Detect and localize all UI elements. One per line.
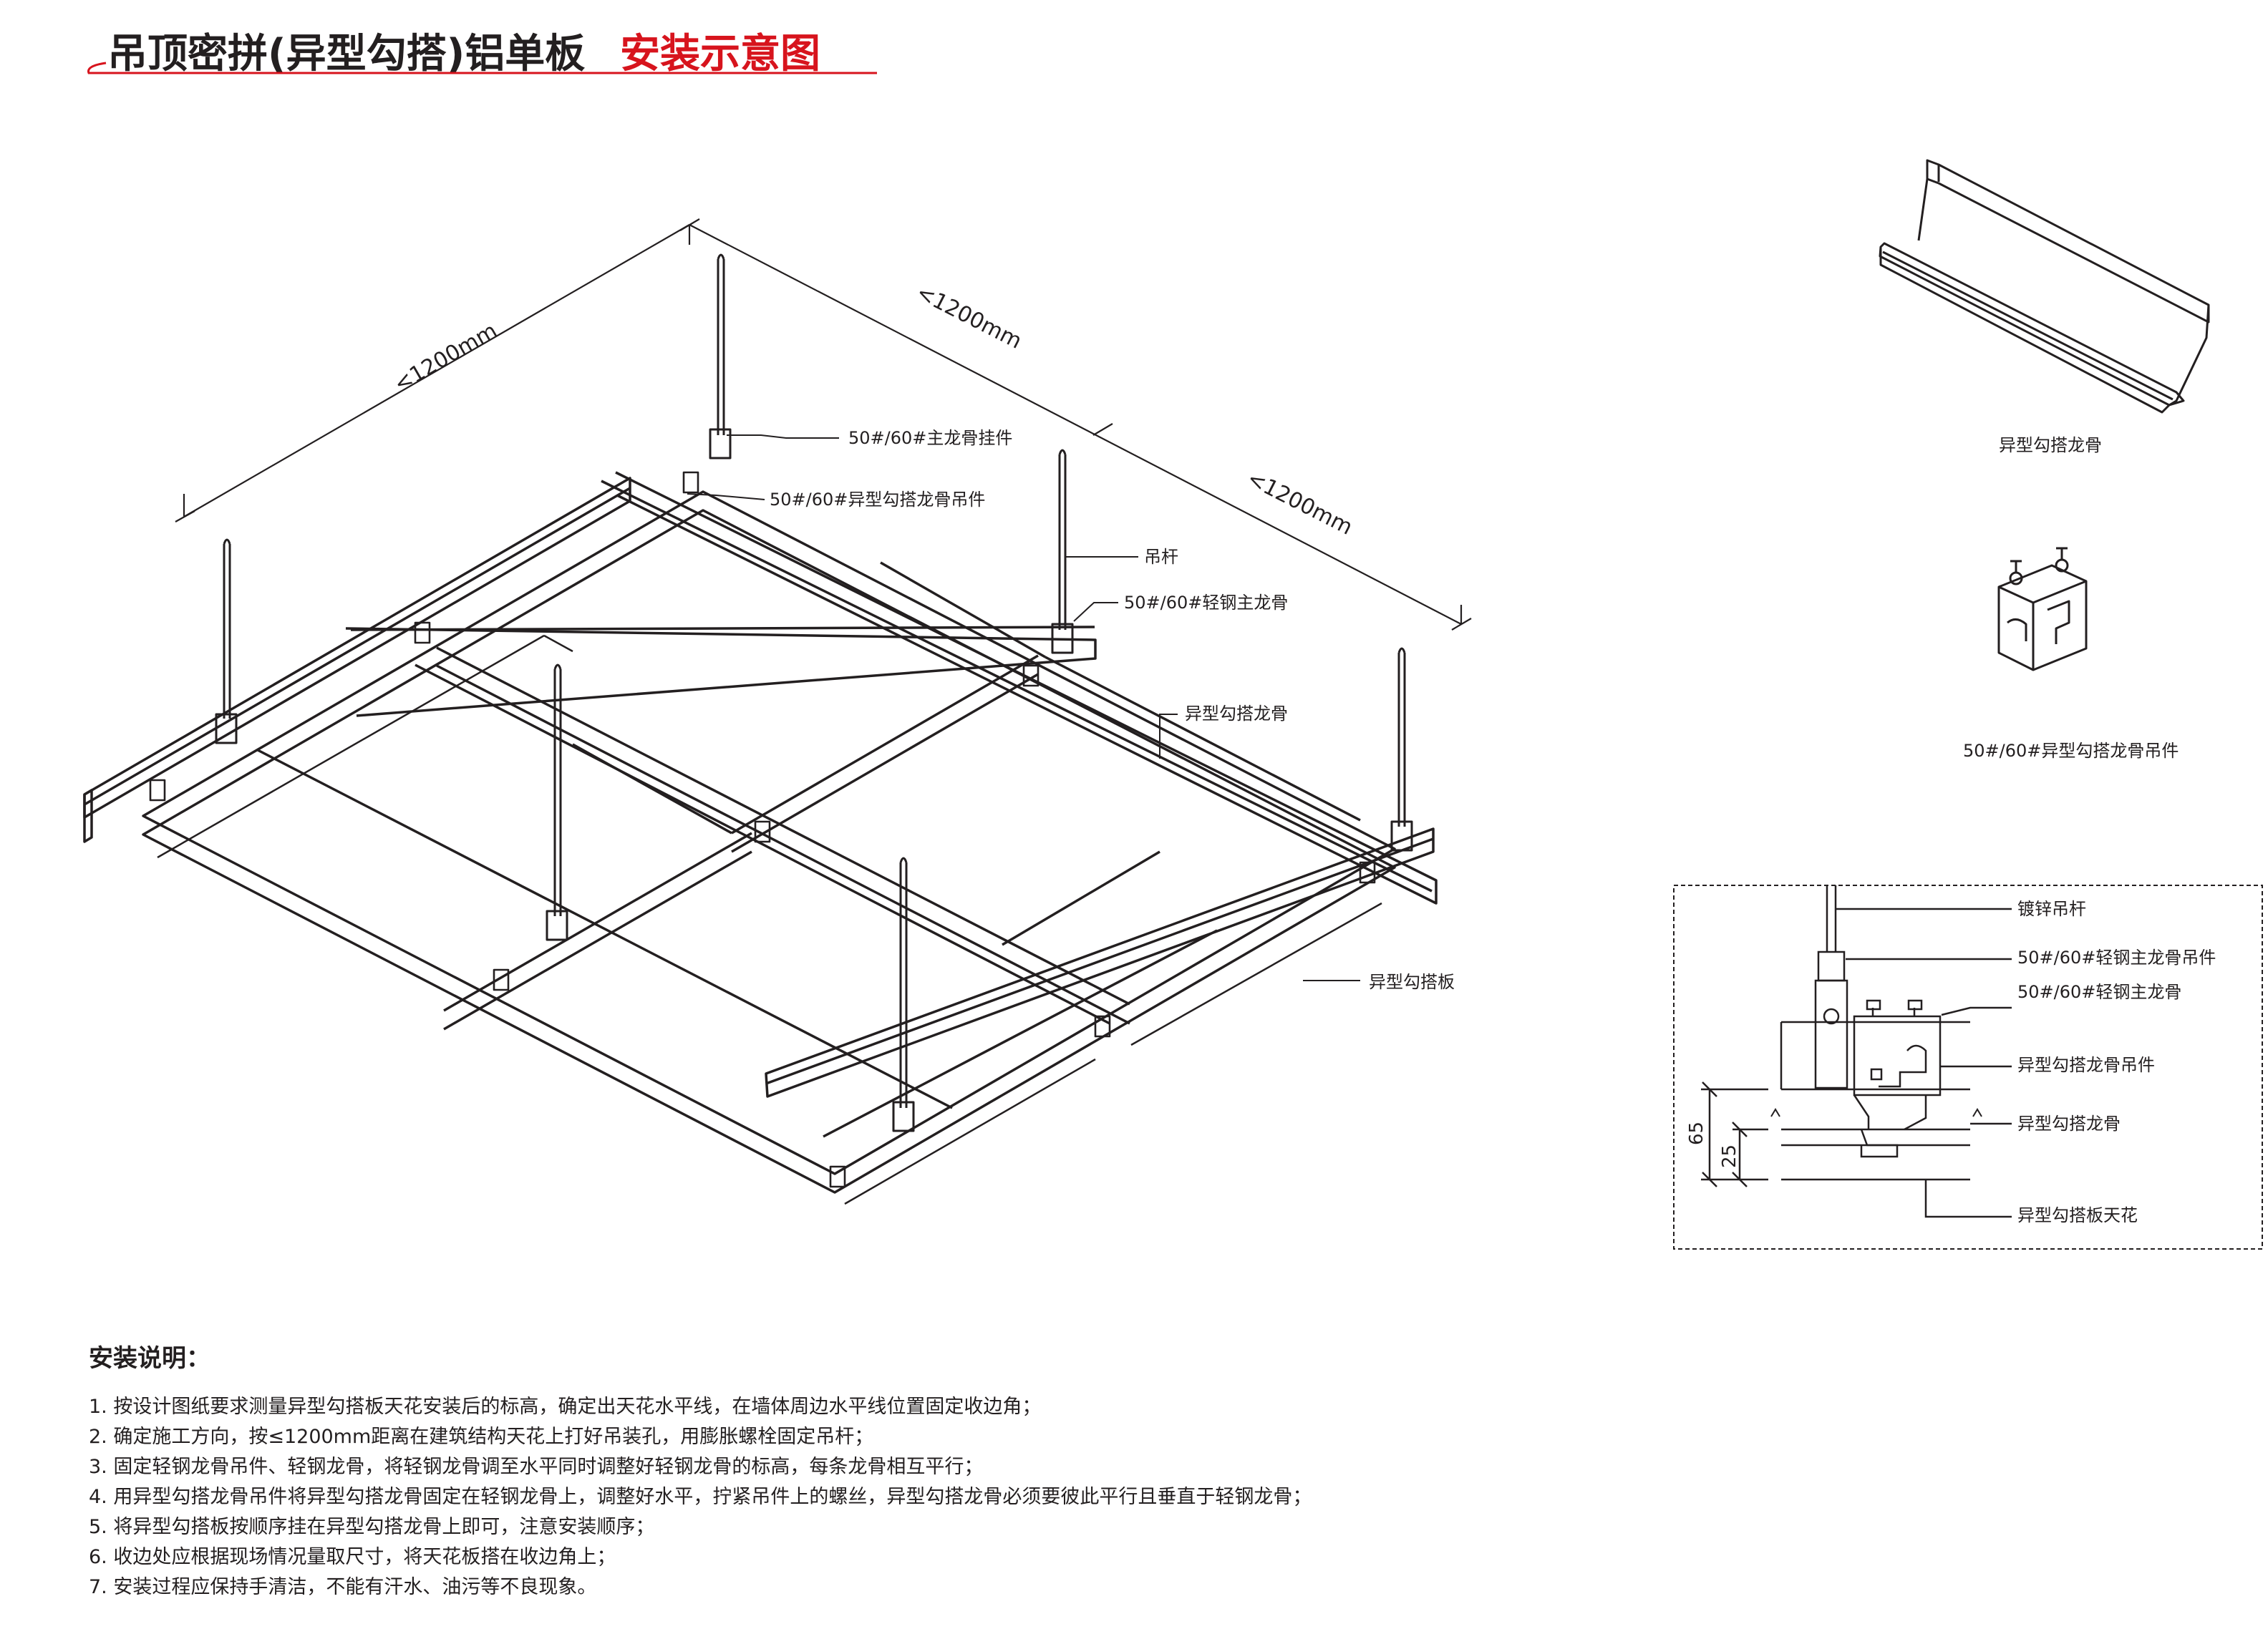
label-rod: 吊杆 — [1144, 547, 1178, 567]
main-hangers — [215, 428, 1413, 1132]
installation-notes: 安装说明： 1. 按设计图纸要求测量异型勾搭板天花安装后的标高，确定出天花水平线… — [89, 1338, 1312, 1603]
label-main-hanger: 50#/60#主龙骨挂件 — [848, 428, 1012, 448]
note-item: 7. 安装过程应保持手清洁，不能有汗水、油污等不良现象。 — [89, 1576, 597, 1598]
section-label-rod: 镀锌吊杆 — [2017, 899, 2086, 919]
title-underline — [87, 62, 877, 74]
keel-clips — [149, 471, 1376, 1188]
caption-keel-hanger: 50#/60#异型勾搭龙骨吊件 — [1963, 741, 2179, 761]
section-label-hook-keel: 异型勾搭龙骨 — [2017, 1114, 2121, 1134]
notes-list: 1. 按设计图纸要求测量异型勾搭板天花安装后的标高，确定出天花水平线，在墙体周边… — [89, 1392, 1312, 1603]
note-item: 1. 按设计图纸要求测量异型勾搭板天花安装后的标高，确定出天花水平线，在墙体周边… — [89, 1396, 1042, 1418]
leader-lines — [687, 434, 1360, 981]
hook-keels — [142, 490, 1396, 1194]
page-title: 吊顶密拼(异型勾搭)铝单板 — [107, 31, 586, 77]
section-dim-total: 65 — [1686, 1122, 1707, 1145]
section-dim-panel: 25 — [1719, 1144, 1740, 1168]
dimension-lines — [175, 218, 1472, 631]
dimension-label-1: <1200mm — [390, 318, 502, 397]
label-main-keel: 50#/60#轻钢主龙骨 — [1124, 593, 1288, 613]
detail-hook-keel — [1879, 159, 2210, 414]
page-subtitle: 安装示意图 — [620, 31, 820, 77]
dimension-label-3: <1200mm — [1243, 466, 1356, 540]
label-panel: 异型勾搭板 — [1369, 972, 1455, 992]
label-keel-hanger: 50#/60#异型勾搭龙骨吊件 — [770, 490, 985, 510]
caption-hook-keel: 异型勾搭龙骨 — [1999, 435, 2102, 455]
note-item: 6. 收边处应根据现场情况量取尺寸，将天花板搭在收边角上； — [89, 1546, 616, 1568]
section-label-main-keel: 50#/60#轻钢主龙骨 — [2017, 982, 2181, 1002]
section-detail — [1673, 885, 2263, 1250]
suspension-rods — [223, 253, 1406, 1108]
dimension-label-2: <1200mm — [912, 280, 1025, 354]
note-item: 4. 用异型勾搭龙骨吊件将异型勾搭龙骨固定在轻钢龙骨上，调整好水平，拧紧吊件上的… — [89, 1486, 1312, 1508]
panel-edges — [157, 634, 1382, 1205]
section-label-main-hanger: 50#/60#轻钢主龙骨吊件 — [2017, 948, 2216, 968]
section-label-ceiling: 异型勾搭板天花 — [2017, 1205, 2138, 1225]
section-label-keel-hanger: 异型勾搭龙骨吊件 — [2017, 1055, 2155, 1075]
ceiling-grid — [83, 218, 1472, 1205]
note-item: 3. 固定轻钢龙骨吊件、轻钢龙骨，将轻钢龙骨调至水平同时调整好轻钢龙骨的标高，每… — [89, 1456, 984, 1478]
note-item: 2. 确定施工方向，按≤1200mm距离在建筑结构天花上打好吊装孔，用膨胀螺栓固… — [89, 1426, 874, 1448]
section-frame — [1673, 885, 2263, 1250]
label-hook-keel: 异型勾搭龙骨 — [1185, 704, 1288, 724]
note-item: 5. 将异型勾搭板按顺序挂在异型勾搭龙骨上即可，注意安装顺序； — [89, 1516, 655, 1538]
notes-title: 安装说明： — [89, 1344, 210, 1373]
detail-keel-hanger — [1997, 547, 2088, 671]
